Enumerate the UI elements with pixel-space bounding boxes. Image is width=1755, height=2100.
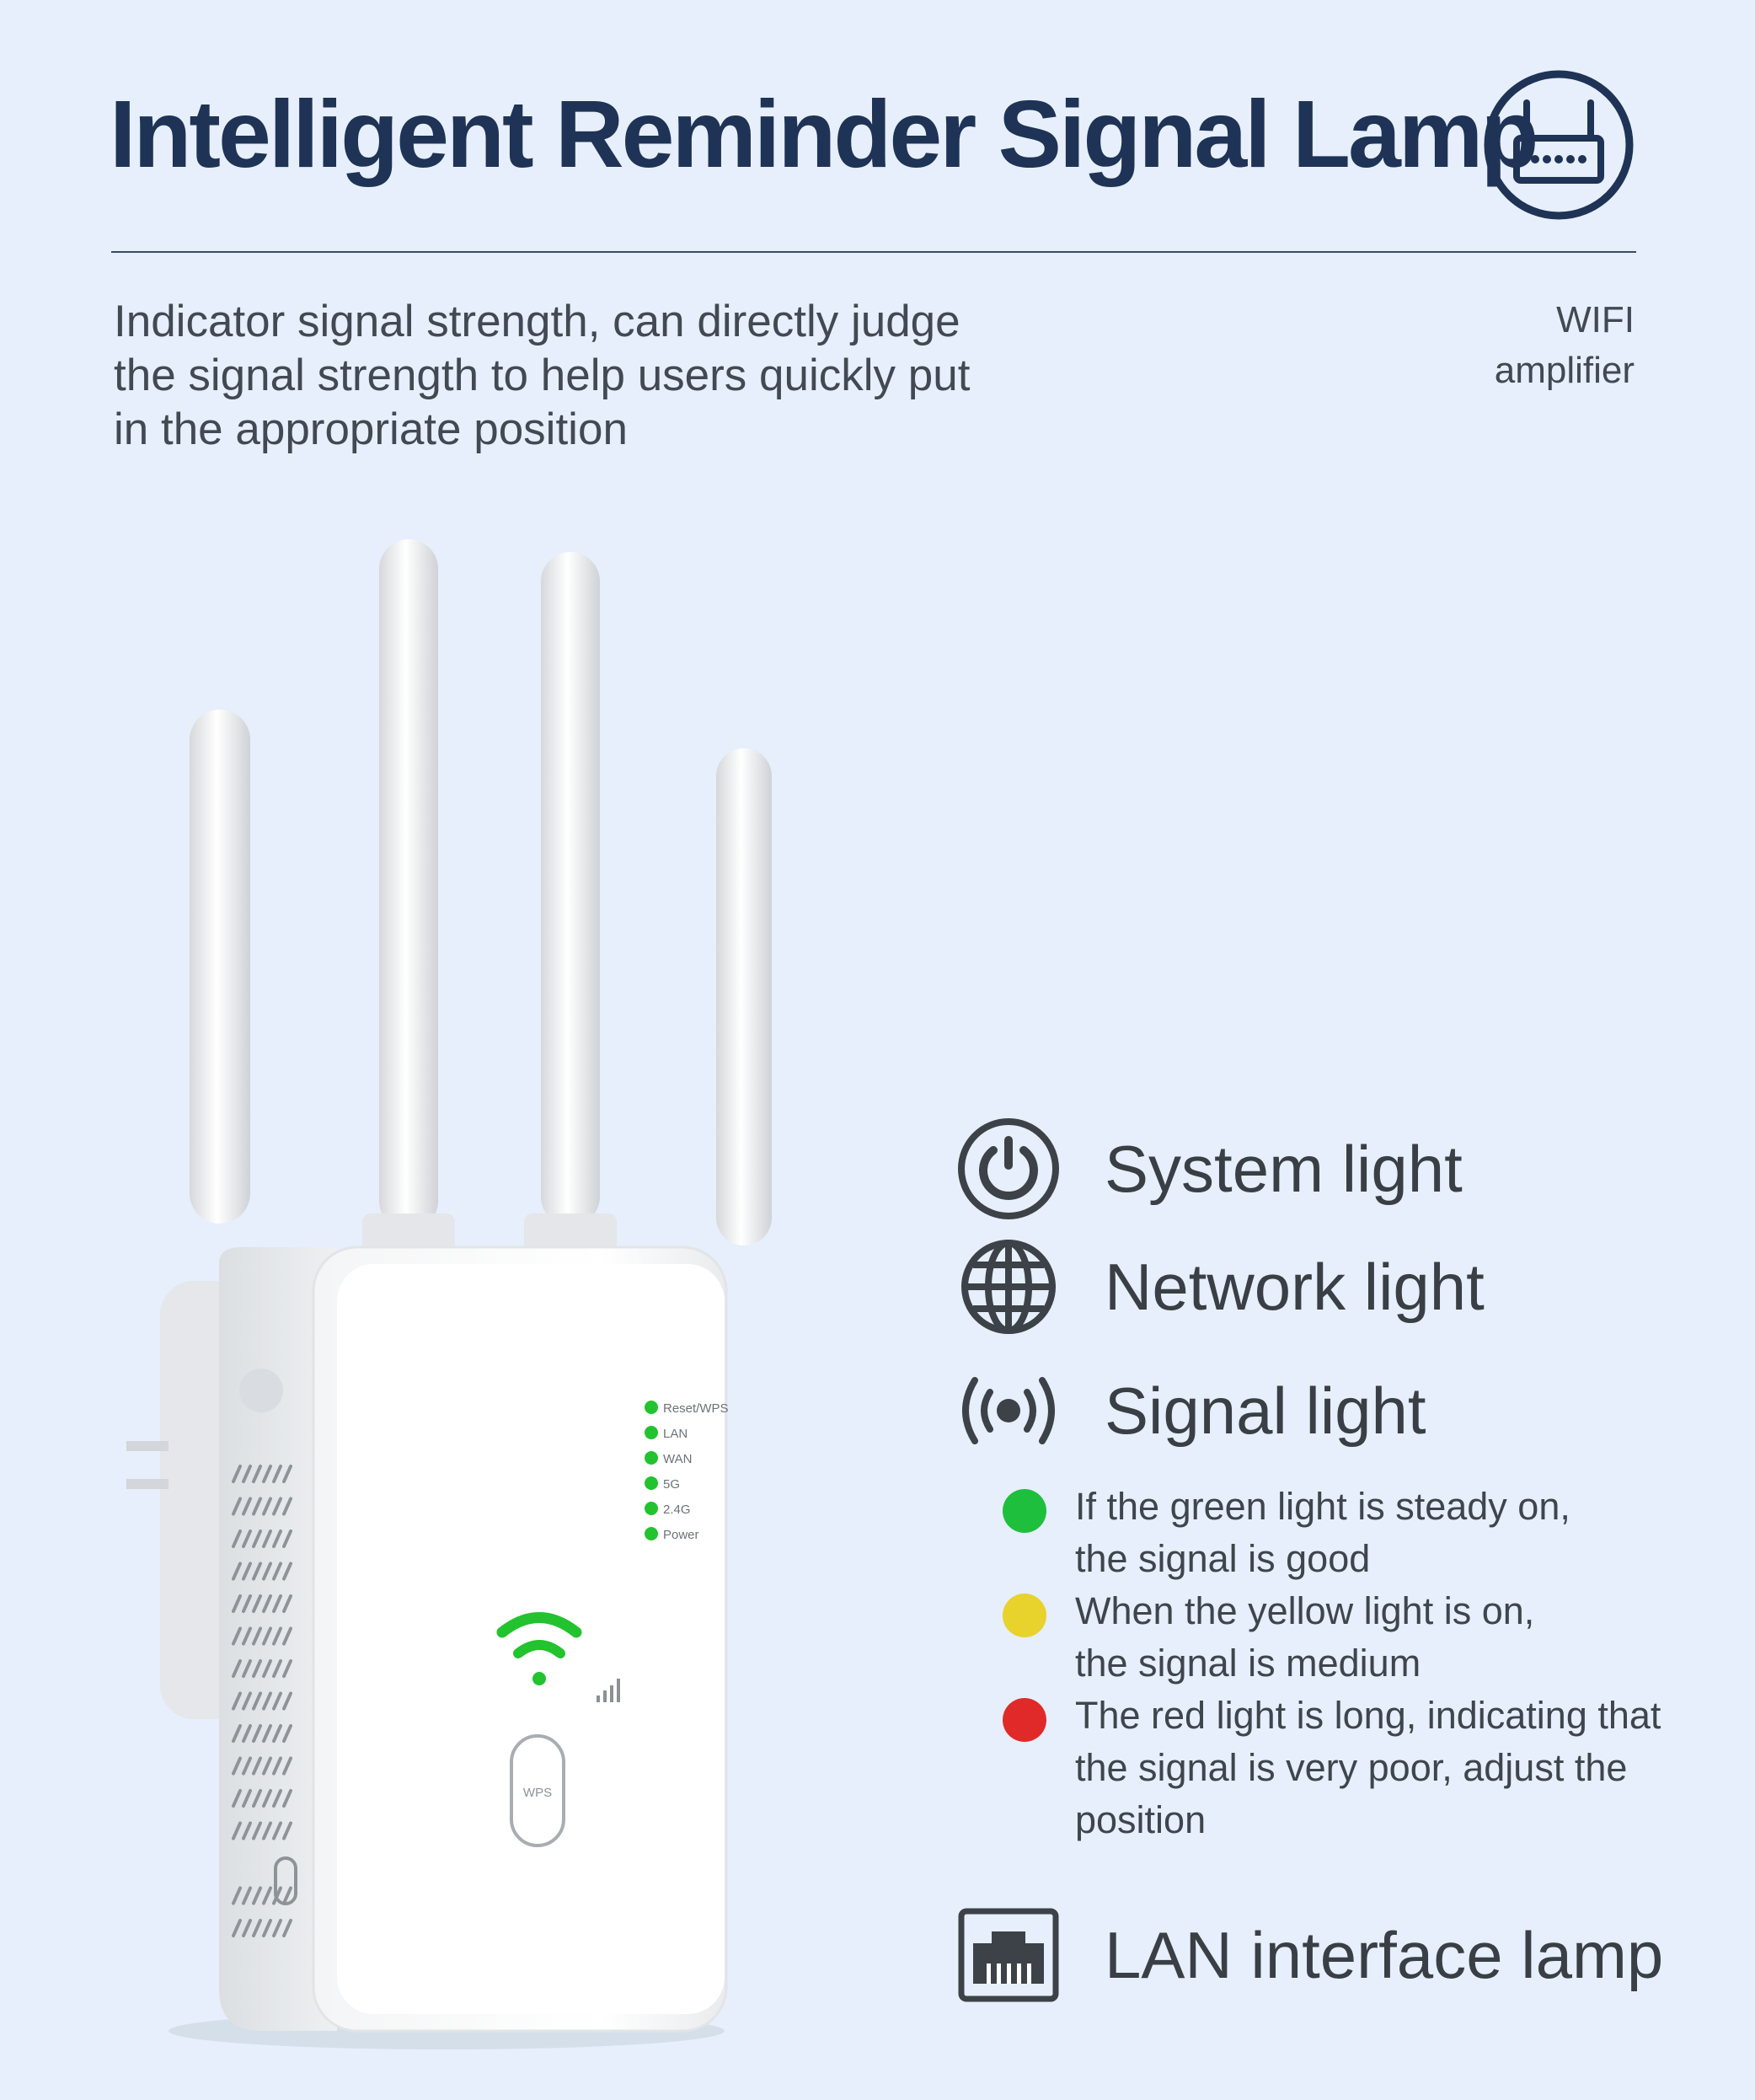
led-dot-icon: [645, 1476, 658, 1490]
legend-line: When the yellow light is on,: [1075, 1589, 1535, 1632]
intro-line: in the appropriate position: [114, 404, 628, 454]
feature-network-light: Network light: [956, 1235, 1485, 1339]
divider: [111, 251, 1636, 253]
red-dot-icon: [1003, 1698, 1046, 1742]
feature-signal-light: Signal light: [956, 1358, 1426, 1463]
signal-bars-icon: [597, 1679, 620, 1702]
green-dot-icon: [1003, 1489, 1046, 1533]
legend-text: If the green light is steady on, the sig…: [1075, 1481, 1755, 1585]
legend-line: the signal is medium: [1075, 1642, 1421, 1685]
feature-label: LAN interface lamp: [1105, 1917, 1664, 1992]
led-dot-icon: [645, 1451, 658, 1465]
vent-slots: [232, 1465, 292, 1937]
wifi-icon: [496, 1612, 582, 1685]
router-icon: [1484, 70, 1634, 220]
yellow-dot-icon: [1003, 1594, 1046, 1637]
antennas: [190, 539, 772, 1412]
feature-label: Network light: [1105, 1249, 1485, 1324]
legend-text: The red light is long, indicating that t…: [1075, 1690, 1755, 1846]
legend-line: the signal is good: [1075, 1537, 1371, 1580]
legend-item-green: If the green light is steady on, the sig…: [1003, 1481, 1755, 1585]
ethernet-port-icon: [958, 1908, 1059, 2002]
page-title: Intelligent Reminder Signal Lamp: [110, 81, 1538, 187]
signal-broadcast-icon: [962, 1377, 1055, 1444]
feature-label: System light: [1105, 1131, 1463, 1206]
led-dot-icon: [645, 1527, 658, 1540]
led-label: 5G: [663, 1477, 680, 1492]
reset-button[interactable]: [274, 1856, 297, 1905]
led-dot-icon: [645, 1401, 658, 1414]
product-type-line: amplifier: [1494, 350, 1635, 391]
feature-lan-interface-lamp: LAN interface lamp: [956, 1903, 1663, 2007]
led-label: Reset/WPS: [663, 1401, 729, 1416]
signal-color-legend: If the green light is steady on, the sig…: [1003, 1481, 1755, 1846]
intro-line: the signal strength to help users quickl…: [114, 351, 971, 400]
led-label: LAN: [663, 1427, 688, 1441]
feature-system-light: System light: [956, 1117, 1463, 1221]
wps-button-label: WPS: [523, 1786, 552, 1800]
led-label: 2.4G: [663, 1503, 691, 1517]
product-type-line: WIFI: [1556, 299, 1635, 340]
intro-text: Indicator signal strength, can directly …: [114, 295, 1125, 457]
wifi-extender-illustration: Reset/WPS LAN WAN 5G 2.4G Power WPS: [126, 539, 772, 2049]
intro-line: Indicator signal strength, can directly …: [114, 297, 960, 346]
legend-line: the signal is very poor, adjust the: [1075, 1746, 1628, 1789]
product-type-label: WIFI amplifier: [1382, 295, 1635, 396]
wps-button[interactable]: WPS: [510, 1734, 565, 1847]
legend-line: If the green light is steady on,: [1075, 1485, 1570, 1528]
power-icon: [958, 1118, 1059, 1219]
led-dot-icon: [645, 1426, 658, 1439]
feature-label: Signal light: [1105, 1373, 1426, 1448]
led-indicators: Reset/WPS LAN WAN 5G 2.4G Power: [645, 1401, 729, 1542]
globe-icon: [961, 1240, 1056, 1334]
legend-line: The red light is long, indicating that: [1075, 1694, 1661, 1737]
led-dot-icon: [645, 1502, 658, 1515]
legend-line: position: [1075, 1798, 1207, 1841]
led-label: Power: [663, 1528, 699, 1542]
legend-item-red: The red light is long, indicating that t…: [1003, 1690, 1755, 1846]
legend-item-yellow: When the yellow light is on, the signal …: [1003, 1585, 1755, 1690]
led-label: WAN: [663, 1452, 692, 1466]
legend-text: When the yellow light is on, the signal …: [1075, 1585, 1755, 1690]
